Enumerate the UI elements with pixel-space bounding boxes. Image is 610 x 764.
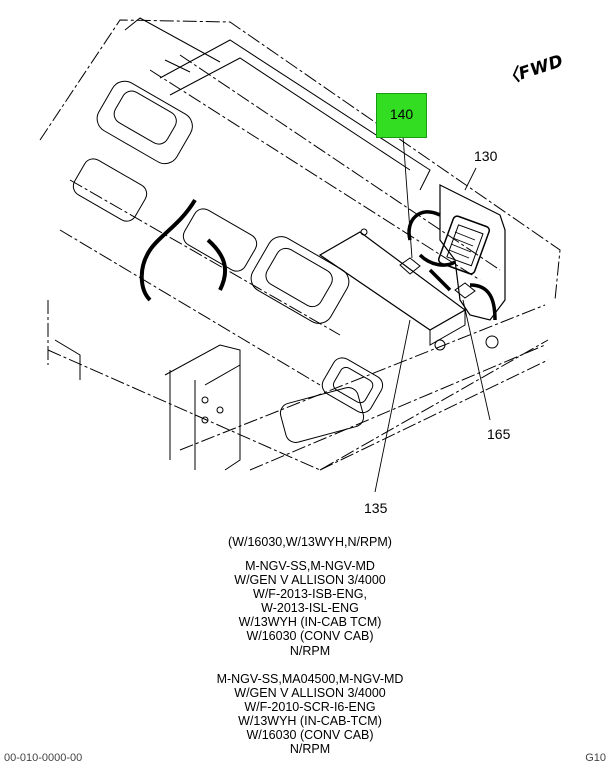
callout-135[interactable]: 135: [364, 500, 388, 516]
note-line: W/16030 (CONV CAB): [246, 629, 374, 644]
seat-bracket: [54, 339, 241, 471]
note-line: W/GEN V ALLISON 3/4000: [234, 686, 386, 701]
note-line: W/13WYH (IN-CAB-TCM): [238, 714, 382, 729]
callout-130[interactable]: 130: [474, 148, 498, 164]
note-line: W/16030 (CONV CAB): [246, 728, 374, 743]
floor-tunnel: [124, 17, 431, 191]
note-line: N/RPM: [289, 643, 331, 658]
floor-pockets: [72, 80, 384, 443]
note-line: M-NGV-SS,MA04500,M-NGV-MD: [216, 672, 404, 686]
notes-header-text: (W/16030,W/13WYH,N/RPM): [228, 535, 392, 549]
footer-right-code: G10: [585, 752, 606, 764]
parts-diagram: [39, 17, 561, 493]
footer-left-code: 00-010-0000-00: [4, 752, 83, 764]
harness-wire: [139, 198, 197, 302]
note-line: N/RPM: [289, 742, 331, 757]
note-line: W/13WYH (IN-CAB TCM): [238, 615, 382, 630]
note-line: M-NGV-SS,M-NGV-MD: [245, 559, 375, 573]
tcm-bracket: [437, 184, 506, 321]
notes-header: (W/16030,W/13WYH,N/RPM): [150, 535, 470, 549]
note-line: W/F-2013-ISB-ENG,: [253, 587, 367, 602]
mounting-plate: [318, 231, 467, 346]
notes-group-2: M-NGV-SS,MA04500,M-NGV-MD W/GEN V ALLISO…: [150, 672, 470, 757]
floor-panel: [39, 19, 561, 471]
note-line: W-2013-ISL-ENG: [261, 601, 359, 616]
tcm-wiring: [407, 210, 497, 321]
leader-lines: [374, 135, 491, 493]
note-line: W/GEN V ALLISON 3/4000: [234, 573, 386, 588]
callout-140-highlight[interactable]: 140: [376, 93, 427, 138]
callout-165[interactable]: 165: [487, 426, 511, 442]
note-line: W/F-2010-SCR-I6-ENG: [244, 700, 376, 715]
notes-group-1: M-NGV-SS,M-NGV-MD W/GEN V ALLISON 3/4000…: [150, 559, 470, 658]
callout-140: 140: [389, 106, 414, 122]
